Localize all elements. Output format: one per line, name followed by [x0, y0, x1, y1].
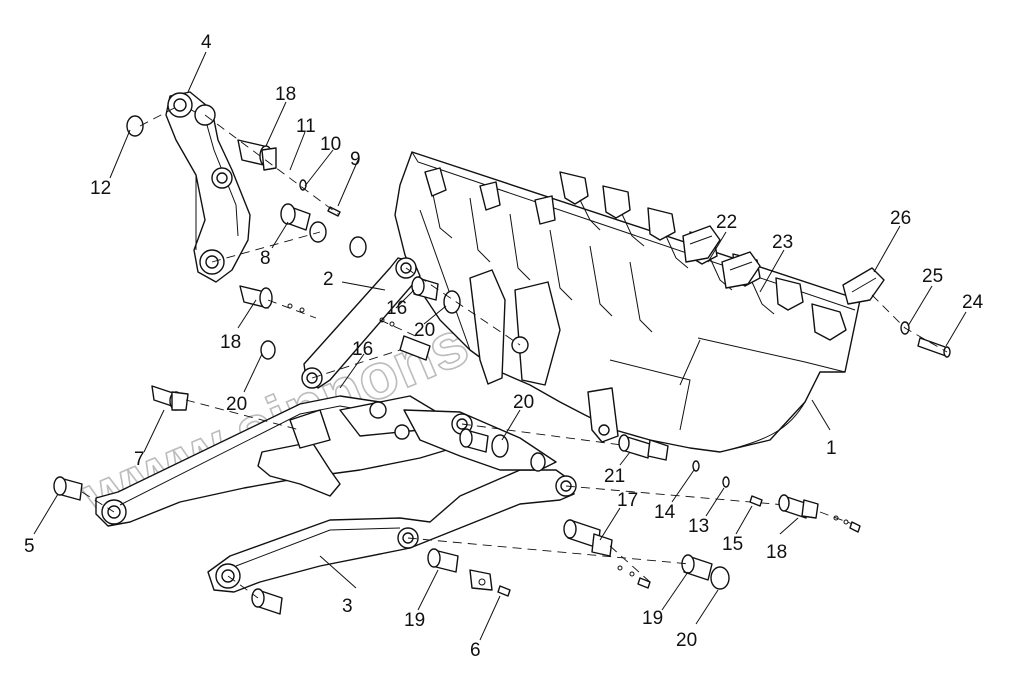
bushing-16-upper [411, 276, 439, 301]
tooth-pin-24 [917, 337, 951, 358]
callout-7: 7 [134, 449, 145, 470]
callout-23: 23 [772, 232, 793, 253]
callout-18-left: 18 [220, 332, 241, 353]
callout-20-left: 20 [226, 394, 247, 415]
bushing-5 [53, 476, 83, 501]
callout-21: 21 [604, 466, 625, 487]
pin-18-right [778, 494, 819, 519]
callout-19-right: 19 [642, 608, 663, 629]
pin-17 [563, 519, 613, 557]
bolt-6 [497, 585, 511, 597]
pin-21 [618, 434, 669, 461]
callout-2: 2 [323, 269, 334, 290]
pin-assembly-19a [427, 548, 493, 591]
pin-16-center [399, 335, 431, 361]
nut-14 [692, 460, 700, 472]
bucket-tooth-22 [682, 225, 721, 263]
bucket-tooth-26 [842, 267, 885, 305]
callout-8: 8 [260, 248, 271, 269]
callout-20-bottom: 20 [676, 630, 697, 651]
bushing-8 [280, 203, 327, 243]
washer-13 [722, 476, 730, 488]
callout-12: 12 [90, 178, 111, 199]
leader-lines [33, 51, 967, 641]
callout-9: 9 [350, 149, 361, 170]
callout-1: 1 [826, 438, 837, 459]
callout-20-center: 20 [513, 392, 534, 413]
callout-18-top: 18 [275, 84, 296, 105]
bucket [394, 151, 861, 453]
bushing-19b [681, 554, 713, 581]
pin-7 [151, 385, 189, 411]
callout-22: 22 [716, 212, 737, 233]
callout-17: 17 [617, 490, 638, 511]
callout-19-left: 19 [404, 610, 425, 631]
callout-11: 11 [296, 116, 316, 137]
callout-16-upper: 16 [386, 298, 407, 319]
callout-24: 24 [962, 292, 984, 313]
callout-20-upper: 20 [414, 320, 435, 341]
callout-26: 26 [890, 208, 911, 229]
snap-ring-12 [126, 115, 144, 137]
upper-pin-18 [237, 139, 277, 171]
bell-crank-4 [165, 91, 251, 283]
callout-25: 25 [922, 266, 943, 287]
callout-6: 6 [470, 640, 481, 661]
callout-3: 3 [342, 596, 353, 617]
callout-14: 14 [654, 502, 676, 523]
callout-10: 10 [320, 134, 341, 155]
callout-4: 4 [201, 32, 212, 53]
seal-20-lower [260, 340, 730, 590]
callout-15: 15 [722, 534, 743, 555]
bolt-15 [749, 495, 763, 507]
side-cutter-23 [721, 251, 761, 289]
lift-arm [95, 395, 465, 527]
callout-labels: 4 18 11 10 9 12 8 18 2 16 20 16 20 7 5 3… [24, 32, 984, 661]
lower-pin-18 [239, 285, 273, 309]
bushing-right-20 [459, 428, 489, 453]
callout-16-lower: 16 [352, 339, 373, 360]
callout-13: 13 [688, 516, 709, 537]
callout-5: 5 [24, 536, 35, 557]
bushing-lower-19 [251, 588, 283, 615]
callout-18-right: 18 [766, 542, 787, 563]
